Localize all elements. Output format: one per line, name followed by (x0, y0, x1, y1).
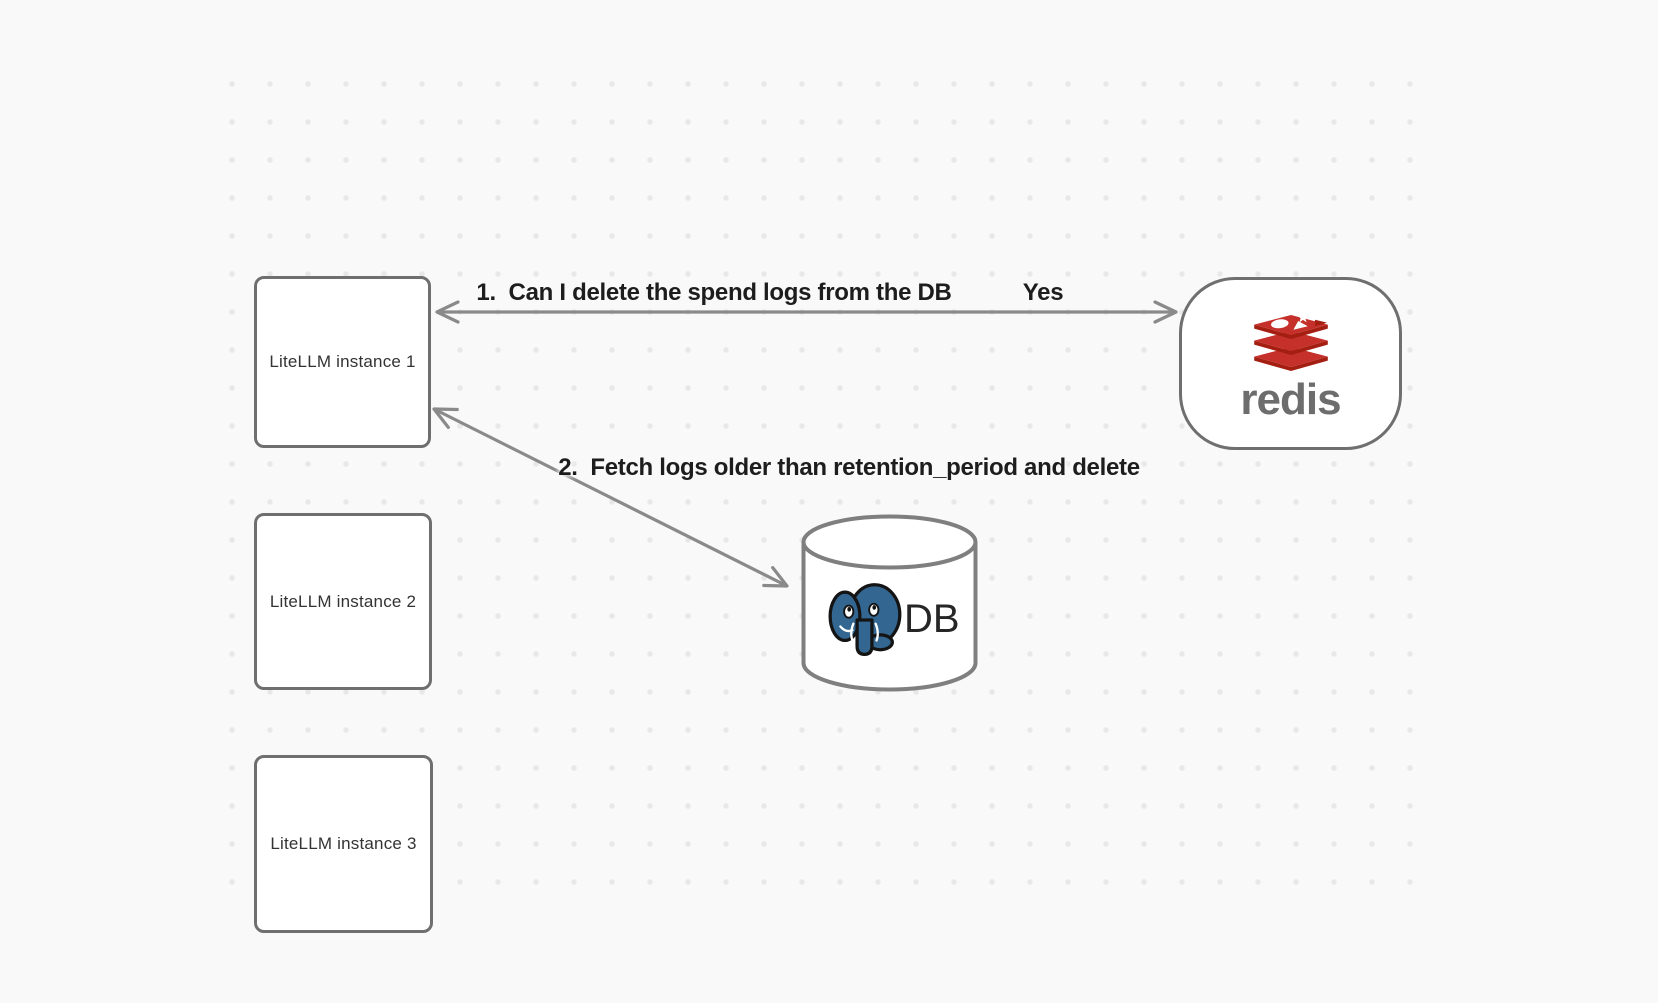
postgresql-elephant-icon (828, 583, 902, 656)
redis-logo-icon (1253, 310, 1328, 371)
node-redis[interactable]: redis (1179, 277, 1402, 450)
arrow1-response-label[interactable]: Yes (1022, 279, 1064, 306)
node-label: LiteLLM instance 3 (270, 834, 417, 853)
node-litellm-instance-3[interactable]: LiteLLM instance 3 (254, 755, 433, 933)
arrow1-label[interactable]: 1. Can I delete the spend logs from the … (476, 279, 952, 306)
node-label: LiteLLM instance 1 (269, 352, 416, 371)
arrow2-label[interactable]: 2. Fetch logs older than retention_perio… (558, 454, 1140, 481)
node-litellm-instance-2[interactable]: LiteLLM instance 2 (254, 513, 432, 690)
arrow-instance1-db[interactable] (432, 407, 789, 588)
node-label: LiteLLM instance 2 (269, 591, 417, 611)
db-label: DB (904, 597, 960, 641)
redis-wordmark: redis (1240, 374, 1341, 424)
node-database[interactable] (800, 513, 979, 692)
node-litellm-instance-1[interactable]: LiteLLM instance 1 (254, 276, 431, 448)
database-cylinder-icon (801, 514, 978, 570)
